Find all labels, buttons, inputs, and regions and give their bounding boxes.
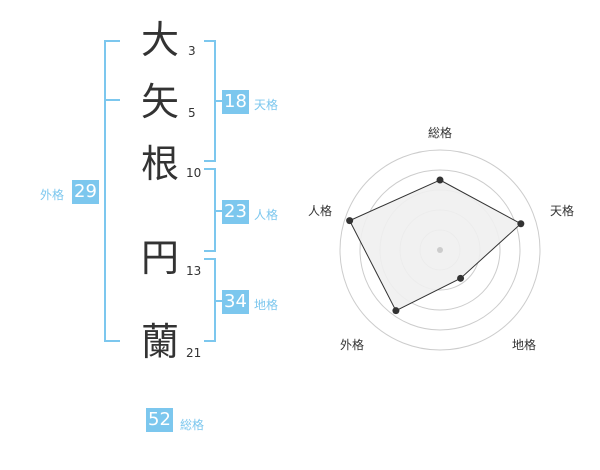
radar-center-dot [437,247,443,253]
tenkaku-bracket-tick [214,100,222,102]
radar-label-tenkaku: 天格 [550,204,575,218]
radar-points [346,176,525,315]
stroke-count-1: 3 [188,44,196,58]
soukaku-label: 総格 [180,418,205,432]
chikaku-bracket-tick [214,300,222,302]
stroke-count-3: 10 [186,166,202,180]
stroke-count-2: 5 [188,106,196,120]
jinkaku-bracket-tick [214,210,222,212]
name-char-5: 蘭 [140,320,179,364]
chikaku-label: 地格 [254,298,279,312]
jinkaku-value: 23 [222,200,249,224]
radar-point-4 [346,217,354,225]
radar-point-2 [457,274,465,282]
tenkaku-label: 天格 [254,98,279,112]
stroke-count-4: 13 [186,264,202,278]
tenkaku-value: 18 [222,90,249,114]
radar-label-jinkaku: 人格 [308,204,333,218]
gaikaku-bracket [104,40,120,342]
soukaku-value: 52 [146,408,173,432]
radar-polygon [348,179,522,312]
radar-point-3 [392,307,400,315]
name-char-3: 根 [140,142,179,186]
gaikaku-value: 29 [72,180,99,204]
radar-point-0 [436,176,444,184]
radar-ring [359,169,521,331]
chikaku-value: 34 [222,290,249,314]
stroke-count-5: 21 [186,346,202,360]
name-char-2: 矢 [140,80,179,124]
name-char-1: 大 [140,18,179,62]
jinkaku-label: 人格 [254,208,279,222]
radar-label-soukaku: 総格 [428,126,453,140]
gaikaku-bracket-tick [104,99,120,101]
radar-chart [339,149,541,351]
gaikaku-label: 外格 [40,188,65,202]
radar-label-chikaku: 地格 [512,338,537,352]
radar-point-1 [517,220,525,228]
name-char-4: 円 [140,236,179,280]
radar-label-gaikaku: 外格 [340,338,365,352]
